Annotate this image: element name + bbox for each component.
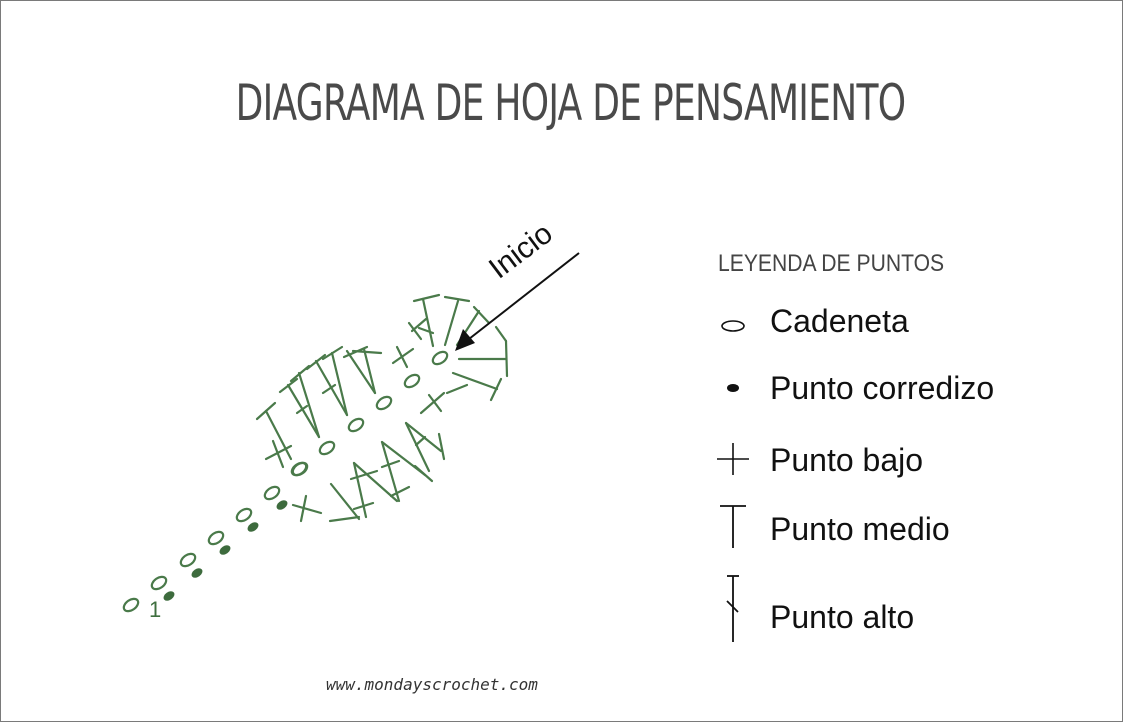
- slip-stitch-dot-icon: [727, 384, 739, 392]
- legend-item-cadeneta: Cadeneta: [770, 303, 909, 339]
- center-chain-row: [290, 461, 308, 477]
- lower-stitch-row: [291, 325, 509, 523]
- row-number-label: 1: [149, 597, 162, 622]
- upper-stitch-row: [255, 293, 491, 469]
- chain-oval-icon: [721, 320, 745, 332]
- legend-item-punto-alto: Punto alto: [770, 599, 915, 635]
- legend-item-punto-corredizo: Punto corredizo: [770, 370, 995, 406]
- double-crochet-slashed-t-icon: [726, 575, 739, 642]
- slip-stitch-row: [163, 500, 288, 601]
- legend-title: LEYENDA DE PUNTOS: [718, 250, 945, 277]
- single-crochet-plus-icon: [717, 443, 749, 475]
- legend-item-punto-bajo: Punto bajo: [770, 442, 924, 478]
- page-title: DIAGRAMA DE HOJA DE PENSAMIENTO: [235, 74, 906, 132]
- legend-item-punto-medio: Punto medio: [770, 511, 950, 547]
- start-arrow-icon: [455, 252, 580, 351]
- website-link[interactable]: www.mondayscrochet.com: [326, 675, 538, 694]
- half-double-crochet-t-icon: [720, 505, 746, 548]
